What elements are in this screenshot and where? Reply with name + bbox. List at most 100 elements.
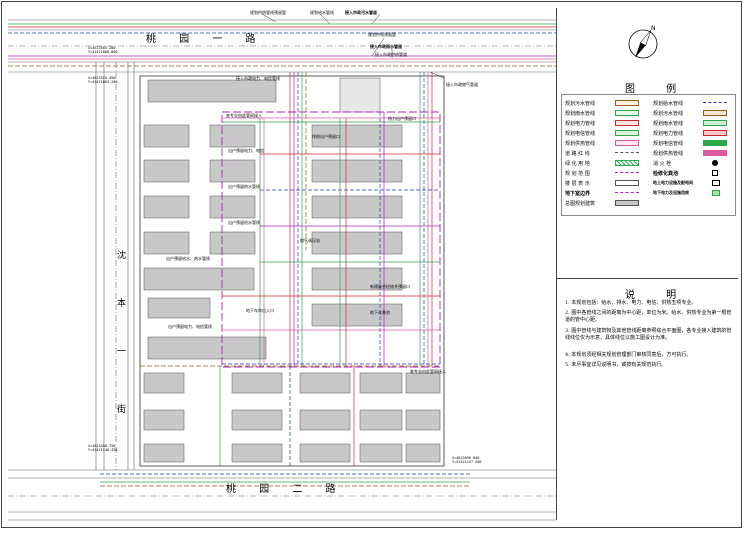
notes-title: 说 明: [625, 290, 691, 301]
legend-left-6: 道 路 红 线: [565, 151, 590, 157]
coord-y-3: Y=41421148.450: [88, 448, 118, 452]
legend-right-swatch-5: [703, 140, 727, 146]
legend-right-4: 规划电力管线: [653, 131, 684, 137]
legend-left-swatch-1: [615, 100, 639, 106]
tag-power-telecom-connect: 接入市政电力、电信管线: [236, 76, 280, 81]
tag-gas-station: 燃气调压站: [300, 238, 320, 243]
tag-heat-outlet: 排热出户预留口: [312, 134, 340, 139]
basement-boundary: [221, 111, 441, 368]
internal-pipelines: [140, 72, 440, 466]
coord-x-4: X=4613090.840: [452, 456, 480, 460]
legend-left-swatch-11: [615, 200, 639, 206]
west-road-label-1: 沈: [117, 251, 127, 261]
svg-text:N: N: [651, 25, 656, 32]
legend-left-swatch-7: [615, 160, 639, 166]
legend-right-1: 规划给水管线: [653, 101, 684, 107]
power-facility-icon: [712, 180, 720, 186]
legend-right-3: 规划雨水管线: [653, 121, 684, 127]
notes-line-5: 5. 未尽事宜详见说明书，或按有关规范执行。: [565, 362, 667, 368]
underground-power-icon: [712, 190, 720, 196]
coord-y-2: Y=41421063.200: [88, 80, 118, 84]
legend-right-6: 规划供热管线: [653, 151, 684, 157]
tag-heat-outlet-2: 热力出户预留口: [388, 116, 416, 121]
west-road-label-3: 一: [117, 347, 127, 357]
legend-left-swatch-4: [615, 130, 639, 136]
legend-right-10: 地下电力及设施用房: [653, 190, 689, 195]
north-road: [8, 19, 556, 73]
legend-left-2: 规划雨水管线: [565, 111, 596, 117]
legend-left-1: 规划污水管线: [565, 101, 596, 107]
legend-left-4: 规划电信管线: [565, 131, 596, 137]
legend-right-8: 检修化粪池: [653, 171, 679, 177]
legend-panel: N 图 例 规划污水管线 规划雨水管线 规划电力管线 规划电信管线 规划供热管线…: [556, 8, 738, 520]
coord-y-4: Y=41421157.200: [452, 460, 482, 464]
tag-heat-reserve: 规划供热管线预留管: [250, 10, 286, 15]
legend-left-3: 规划电力管线: [565, 121, 596, 127]
west-road: [95, 62, 135, 470]
tag-garage-entrance: 地下车库出入口: [246, 308, 274, 313]
tag-septic-tank: 地下化粪池: [370, 310, 390, 315]
compass-icon: N: [628, 25, 658, 59]
notes-line-4: 4. 本规划须经相关规划管理部门审核同意后，方可执行。: [565, 352, 692, 358]
legend-right-2: 规划污水管线: [653, 111, 684, 117]
legend-left-swatch-2: [615, 110, 639, 116]
legend-left-swatch-9: [615, 180, 639, 186]
legend-right-9: 地上电力设施及配电间: [653, 180, 693, 185]
coord-y-1: Y=41421066.800: [88, 50, 118, 54]
legend-right-swatch-1: [703, 102, 727, 104]
legend-left-swatch-3: [615, 120, 639, 126]
tag-leaders: [261, 13, 445, 79]
tag-rain-connect: 接入市政雨水管道: [370, 44, 402, 49]
notes-line-2: 2. 图中各管线之间的距离为中心距，单位为米。给水、供热专业为第一根管道的管中心…: [565, 310, 732, 324]
tag-network-entry: 各专业由此管网接入: [226, 113, 262, 118]
legend-left-swatch-10: [615, 192, 639, 194]
fire-hydrant-icon: [712, 160, 718, 166]
south-road-pipelines: [100, 473, 470, 487]
tag-gas-connect: 接入市政燃气管道: [446, 82, 478, 87]
legend-right-swatch-2: [703, 110, 727, 116]
buildings: [143, 77, 441, 463]
legend-left-10: 地下室边界: [565, 191, 591, 197]
coord-x-2: X=4613525.450: [88, 76, 116, 80]
legend-left-swatch-6: [615, 152, 639, 154]
legend-left-7: 绿 化 用 地: [565, 161, 590, 167]
tag-heat-connect: 接入市政供热管道: [375, 52, 407, 57]
notes-divider: [557, 278, 738, 279]
site-boundary: [139, 75, 445, 467]
legend-right-swatch-4: [703, 130, 727, 136]
site-plan-drawing: [8, 13, 556, 521]
legend-left-5: 规划供热管线: [565, 141, 596, 147]
south-road-label: 桃 园 二 路: [226, 484, 346, 495]
site-plan: 桃 园 一 路 桃 园 二 路 沈 本 一 街 规划供热管线预留管 规划给水管线…: [8, 10, 556, 521]
legend-right-swatch-6: [703, 150, 727, 156]
tag-hot-water-reserve: 出户预留热水管线: [228, 184, 260, 189]
tag-power-reserve: 规划供电预留管: [368, 32, 396, 37]
notes-line-3: 3. 图中管线与建筑物及其他管线距离参照综合平面图，各专业接入建筑的管线线位仅为…: [565, 328, 732, 342]
legend-right-swatch-3: [703, 120, 727, 126]
tag-water-line: 规划给水管线: [310, 10, 334, 15]
tag-network-entry-2: 各专业由此管网接入: [410, 369, 446, 374]
legend-left-swatch-8: [615, 172, 639, 174]
legend-box: [561, 94, 736, 216]
tag-inspection-well: 新建联合检修井预留口: [370, 284, 410, 289]
coord-x-3: X=4613450.750: [88, 444, 116, 448]
coord-x-1: X=4613585.280: [88, 46, 116, 50]
south-road: [8, 469, 556, 521]
legend-right-7: 消 火 栓: [653, 161, 672, 167]
legend-left-9: 楼 层 表 示: [565, 181, 590, 187]
west-road-label-2: 本: [117, 299, 127, 309]
tag-water-reserve: 出户预留给水管线: [228, 220, 260, 225]
west-road-label-4: 街: [117, 405, 127, 415]
tag-power-telecom-reserve-2: 出户预留电力、电信管线: [168, 324, 212, 329]
north-road-label: 桃 园 一 路: [146, 34, 266, 45]
legend-left-8: 规 划 范 围: [565, 171, 590, 177]
legend-title: 图 例: [625, 84, 691, 95]
septic-tank-icon: [712, 170, 718, 176]
legend-left-swatch-5: [615, 140, 639, 146]
tag-power-telecom-reserve: 出户预留电力、电信: [228, 148, 264, 153]
legend-right-5: 规划电信管线: [653, 141, 684, 147]
legend-left-11: 总图规划建筑: [565, 201, 596, 207]
tag-sewage-connect: 接入市政污水管道: [345, 10, 377, 15]
tag-water-heat-reserve: 出户预留给水、热水管线: [166, 256, 210, 261]
